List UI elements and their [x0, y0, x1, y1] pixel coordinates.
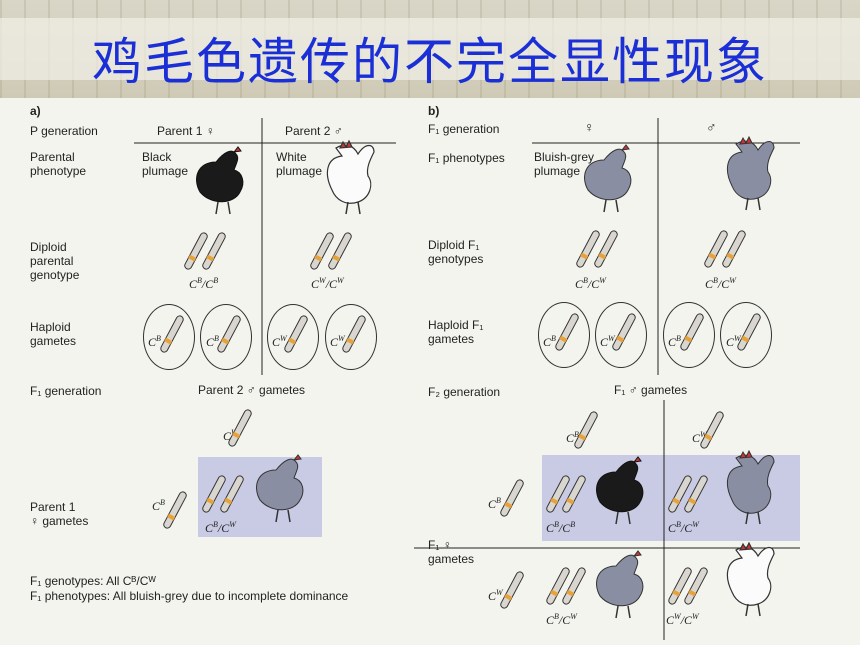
female-symbol: ♀: [584, 119, 595, 135]
f1-phenotypes-label: F₁ phenotypes: [428, 151, 505, 165]
f2-generation-label: F₂ generation: [428, 385, 501, 399]
f2-cb-cw-2: CB/CW: [546, 612, 577, 627]
gamete-oval: [325, 304, 377, 370]
decorative-banner: [0, 0, 860, 98]
genotype-f1-female: CB/CW: [575, 276, 606, 291]
f2-col-cw-label: CW: [692, 430, 707, 445]
gamete-oval: [200, 304, 252, 370]
slide-title: 鸡毛色遗传的不完全显性现象: [92, 33, 768, 91]
parental-phenotype-label: Parental phenotype: [30, 150, 87, 178]
genotype-f1-offspring: CB/CW: [205, 520, 236, 535]
f1-male-gametes-label: F₁ ♂ gametes: [614, 383, 688, 397]
gamete-oval: [663, 302, 715, 368]
panel-b-letter: b): [428, 104, 440, 118]
parent2-label: Parent 2 ♂: [285, 124, 343, 138]
f2-row-cw-label: CW: [488, 588, 503, 603]
gamete-oval: [720, 302, 772, 368]
f2-row-cb-label: CB: [488, 496, 501, 511]
white-plumage-label: White plumage: [276, 150, 323, 178]
parent2-gametes-label: Parent 2 ♂ gametes: [198, 383, 306, 397]
haploid-gametes-label: Haploid gametes: [30, 320, 77, 348]
f2-cb-cw-1: CB/CW: [668, 520, 699, 535]
b-f1-generation-label: F₁ generation: [428, 122, 500, 136]
bluish-grey-label: Bluish-grey plumage: [534, 150, 595, 178]
panel-a-letter: a): [30, 104, 41, 118]
gamete-cb-label: CB: [152, 498, 165, 513]
f1-generation-label: F₁ generation: [30, 384, 102, 398]
f2-col-cb-label: CB: [566, 430, 579, 445]
parent1-gametes-label: Parent 1 ♀ gametes: [30, 500, 89, 528]
f1-phenotypes-summary: F₁ phenotypes: All bluish-grey due to in…: [30, 589, 349, 603]
genotype-cw-cw: CW/CW: [311, 276, 344, 291]
f2-cb-cb: CB/CB: [546, 520, 576, 535]
f1-genotypes-summary: F₁ genotypes: All Cᴮ/Cᵂ: [30, 574, 156, 588]
gamete-oval: [595, 302, 647, 368]
diagram-panel: [0, 98, 860, 645]
diploid-parental-genotype-label: Diploid parental genotype: [30, 240, 80, 282]
gamete-oval: [143, 304, 195, 370]
black-plumage-label: Black plumage: [142, 150, 189, 178]
diploid-f1-label: Diploid F₁ genotypes: [428, 238, 484, 266]
p-generation-label: P generation: [30, 124, 98, 138]
gamete-oval: [267, 304, 319, 370]
parent1-label: Parent 1 ♀: [157, 124, 215, 138]
haploid-f1-label: Haploid F₁ gametes: [428, 318, 484, 346]
genotype-cb-cb: CB/CB: [189, 276, 219, 291]
male-symbol: ♂: [706, 119, 717, 135]
f1-female-gametes-label: F₁ ♀ gametes: [428, 538, 475, 566]
genotype-f1-male: CB/CW: [705, 276, 736, 291]
gamete-oval: [538, 302, 590, 368]
f2-cw-cw: CW/CW: [666, 612, 699, 627]
